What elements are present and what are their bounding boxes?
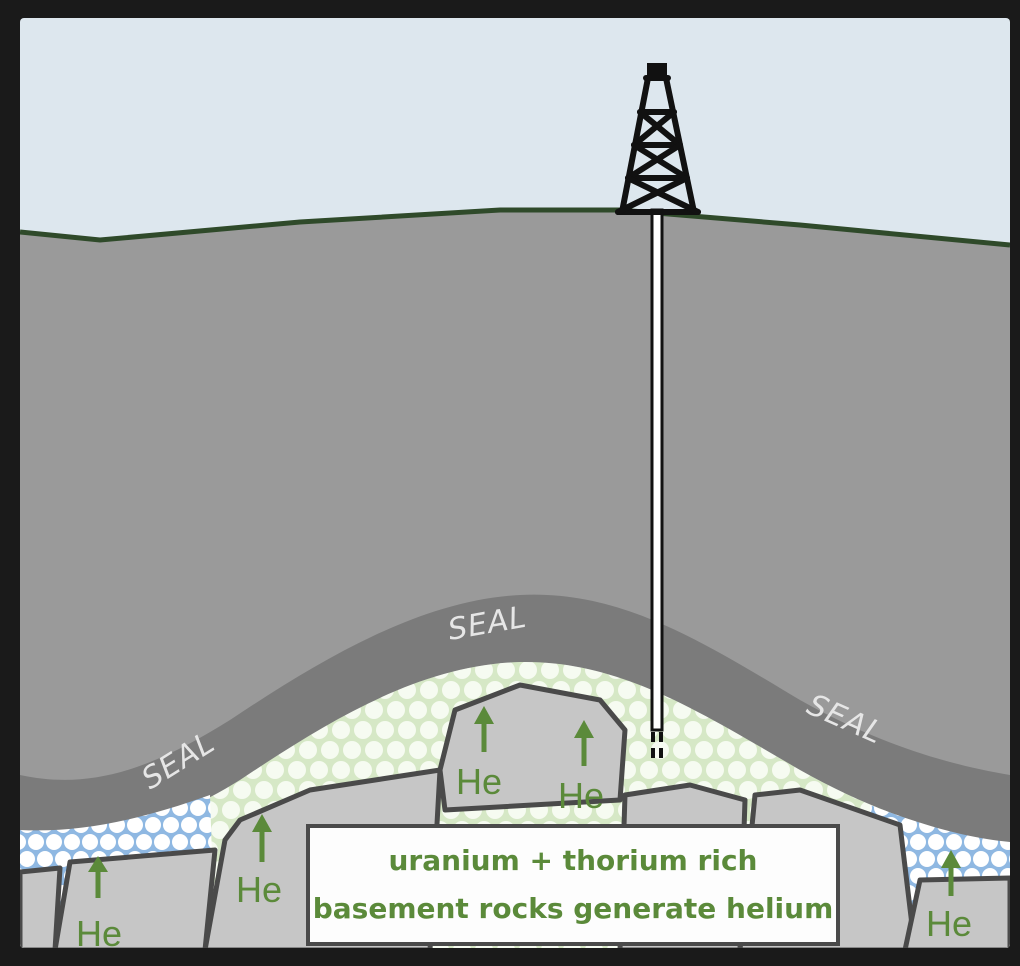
helium-marker-4: He: [558, 720, 604, 816]
up-arrow-icon: [941, 850, 961, 896]
helium-markers: He He He He: [76, 706, 972, 954]
well-bore: [650, 208, 664, 758]
helium-label: He: [558, 775, 604, 816]
helium-marker-5: He: [926, 850, 972, 944]
basement-block-7: [902, 875, 1010, 948]
oil-derrick-icon: [615, 63, 701, 215]
helium-marker-2: He: [236, 814, 282, 910]
helium-label: He: [236, 869, 282, 910]
helium-label: He: [926, 903, 972, 944]
caption-line-2: basement rocks generate helium: [313, 892, 834, 925]
up-arrow-icon: [574, 720, 594, 766]
cross-section: [20, 18, 1010, 948]
helium-label: He: [76, 913, 122, 954]
helium-marker-3: He: [456, 706, 502, 802]
helium-marker-1: He: [76, 856, 122, 954]
caption-background: [306, 824, 840, 946]
basement-block-2: [52, 847, 218, 948]
up-arrow-icon: [474, 706, 494, 752]
helium-label: He: [456, 761, 502, 802]
up-arrow-icon: [88, 856, 108, 898]
ground-surface: [20, 207, 1010, 248]
up-arrow-icon: [252, 814, 272, 862]
well-casing: [650, 208, 664, 732]
basement-block-1: [20, 865, 63, 948]
caption-box: uranium + thorium rich basement rocks ge…: [306, 824, 840, 946]
caption-line-1: uranium + thorium rich: [389, 844, 758, 877]
